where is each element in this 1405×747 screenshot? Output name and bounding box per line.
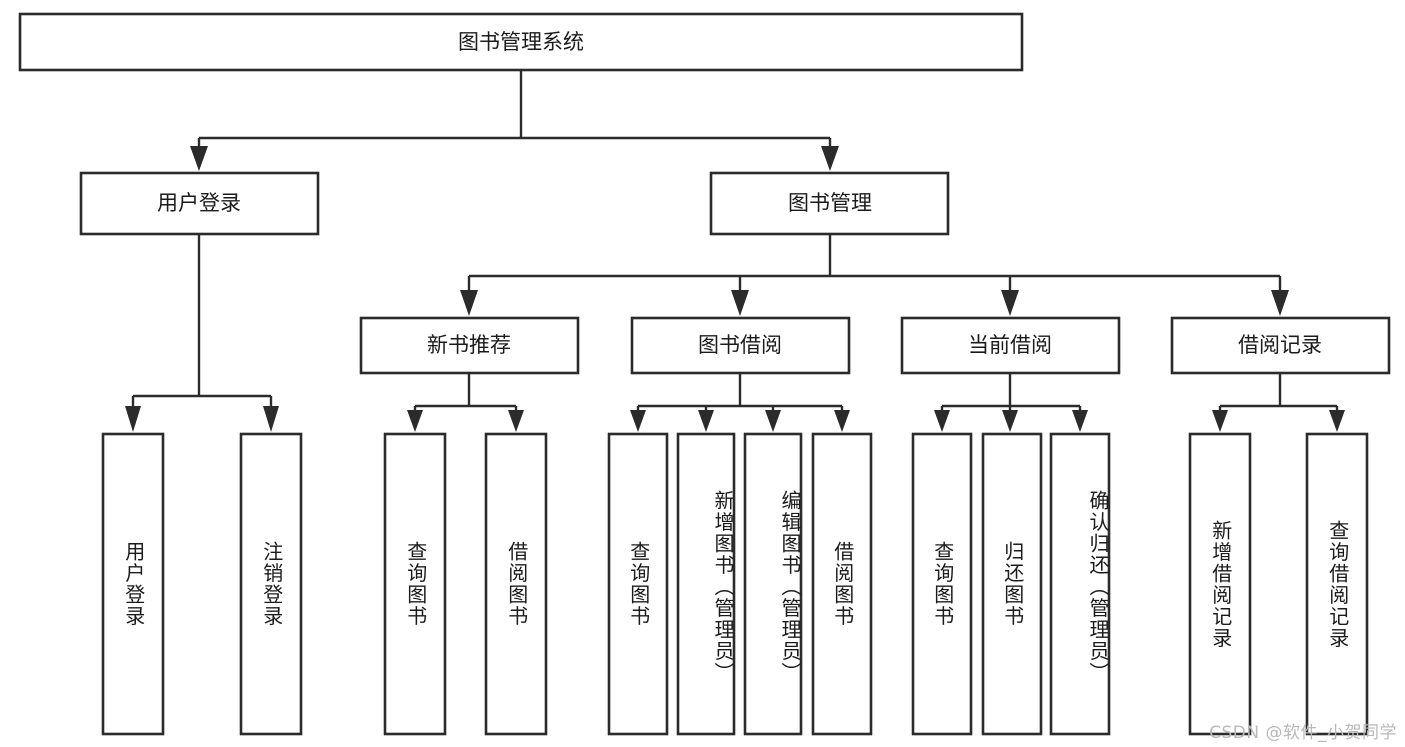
- node-root-box[interactable]: [18, 12, 1024, 72]
- node-book-manage-box[interactable]: [709, 171, 950, 236]
- arrow-to-leaf-query-record: [1329, 410, 1345, 432]
- arrow-to-leaf-add-record: [1212, 410, 1228, 432]
- node-user-login-box[interactable]: [79, 171, 320, 236]
- node-current-borrow-label: 当前借阅: [968, 333, 1052, 357]
- arrow-to-leaf-logout: [263, 406, 279, 432]
- arrow-to-leaf-add-book: [698, 410, 714, 432]
- node-book-manage[interactable]: 图书管理: [709, 171, 950, 236]
- node-leaf-add-book-box[interactable]: [676, 432, 736, 736]
- arrow-to-new-book-rec: [460, 290, 478, 316]
- arrow-to-leaf-return-book: [1002, 410, 1018, 432]
- node-borrow-record-label: 借阅记录: [1238, 333, 1322, 357]
- node-root-label: 图书管理系统: [458, 30, 584, 54]
- node-leaf-confirm-return-box[interactable]: [1049, 432, 1111, 736]
- node-borrow-record-box[interactable]: [1170, 316, 1391, 375]
- node-leaf-user-login-box[interactable]: [101, 432, 165, 736]
- node-borrow-record[interactable]: 借阅记录: [1170, 316, 1391, 375]
- node-leaf-query-record-box[interactable]: [1305, 432, 1369, 736]
- arrow-to-current-borrow: [1001, 290, 1019, 316]
- node-leaf-query-book-1-box[interactable]: [383, 432, 447, 736]
- node-user-login-label: 用户登录: [157, 191, 241, 215]
- node-root[interactable]: 图书管理系统: [18, 12, 1024, 72]
- arrow-to-leaf-borrow-book-1: [508, 410, 524, 432]
- node-book-borrow-label: 图书借阅: [698, 333, 782, 357]
- node-new-book-rec-label: 新书推荐: [427, 333, 511, 357]
- node-leaf-return-book-box[interactable]: [981, 432, 1043, 736]
- node-new-book-rec-box[interactable]: [359, 316, 580, 375]
- arrow-to-book-borrow: [731, 290, 749, 316]
- node-leaf-edit-book-box[interactable]: [743, 432, 803, 736]
- arrow-to-book-manage: [821, 146, 839, 171]
- arrow-to-leaf-user-login: [125, 406, 141, 432]
- arrow-to-leaf-query-book-2: [630, 410, 646, 432]
- node-leaf-borrow-book-2-box[interactable]: [811, 432, 873, 736]
- arrow-to-user-login: [190, 146, 208, 171]
- arrow-to-leaf-confirm-return: [1072, 410, 1088, 432]
- node-current-borrow-box[interactable]: [900, 316, 1121, 375]
- node-book-manage-label: 图书管理: [788, 191, 872, 215]
- node-leaf-add-record-box[interactable]: [1188, 432, 1252, 736]
- leaf-box-layer: [101, 432, 1369, 736]
- arrow-to-leaf-edit-book: [765, 410, 781, 432]
- node-leaf-logout-box[interactable]: [239, 432, 303, 736]
- arrow-to-leaf-query-book-3: [934, 410, 950, 432]
- node-user-login[interactable]: 用户登录: [79, 171, 320, 236]
- arrow-to-borrow-record: [1271, 290, 1289, 316]
- node-leaf-borrow-book-1-box[interactable]: [484, 432, 548, 736]
- node-book-borrow-box[interactable]: [630, 316, 851, 375]
- node-book-borrow[interactable]: 图书借阅: [630, 316, 851, 375]
- node-leaf-query-book-3-box[interactable]: [911, 432, 973, 736]
- csdn-watermark: CSDN @软件_小贺同学: [1209, 723, 1397, 743]
- arrow-to-leaf-query-book-1: [407, 410, 423, 432]
- arrow-to-leaf-borrow-book-2: [834, 410, 850, 432]
- node-leaf-query-book-2-box[interactable]: [607, 432, 669, 736]
- node-current-borrow[interactable]: 当前借阅: [900, 316, 1121, 375]
- connector-layer: [125, 70, 1345, 432]
- node-new-book-rec[interactable]: 新书推荐: [359, 316, 580, 375]
